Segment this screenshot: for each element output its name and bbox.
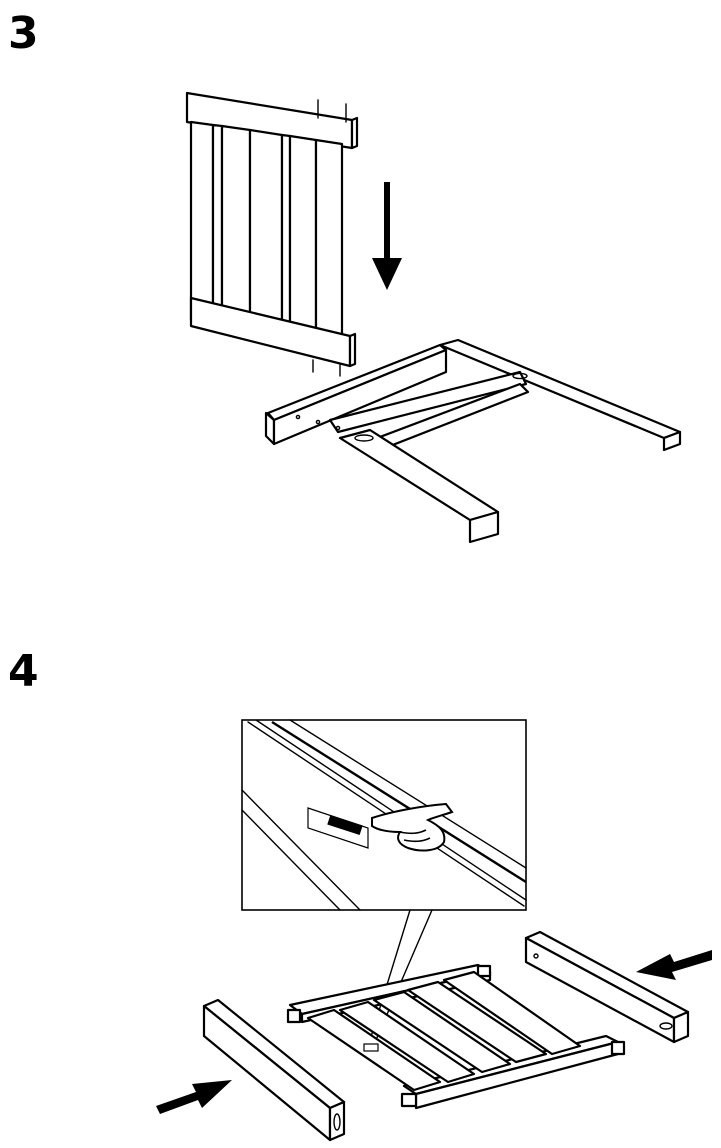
step-4-number: 4 [8, 646, 39, 697]
arrow-icon [372, 182, 402, 290]
product-label-icon [307, 807, 369, 849]
pointing-hand-icon [371, 802, 454, 852]
arrow-icon [636, 950, 712, 980]
seat-slats [286, 963, 626, 1110]
backrest-panel [185, 91, 359, 377]
left-side-rail [202, 998, 346, 1142]
step-3-number: 3 [8, 8, 39, 59]
right-side-rail [524, 930, 690, 1044]
detail-callout [241, 719, 527, 1041]
seat-frame [264, 338, 682, 544]
step-3-illustration [185, 91, 682, 544]
arrow-icon [156, 1080, 232, 1114]
